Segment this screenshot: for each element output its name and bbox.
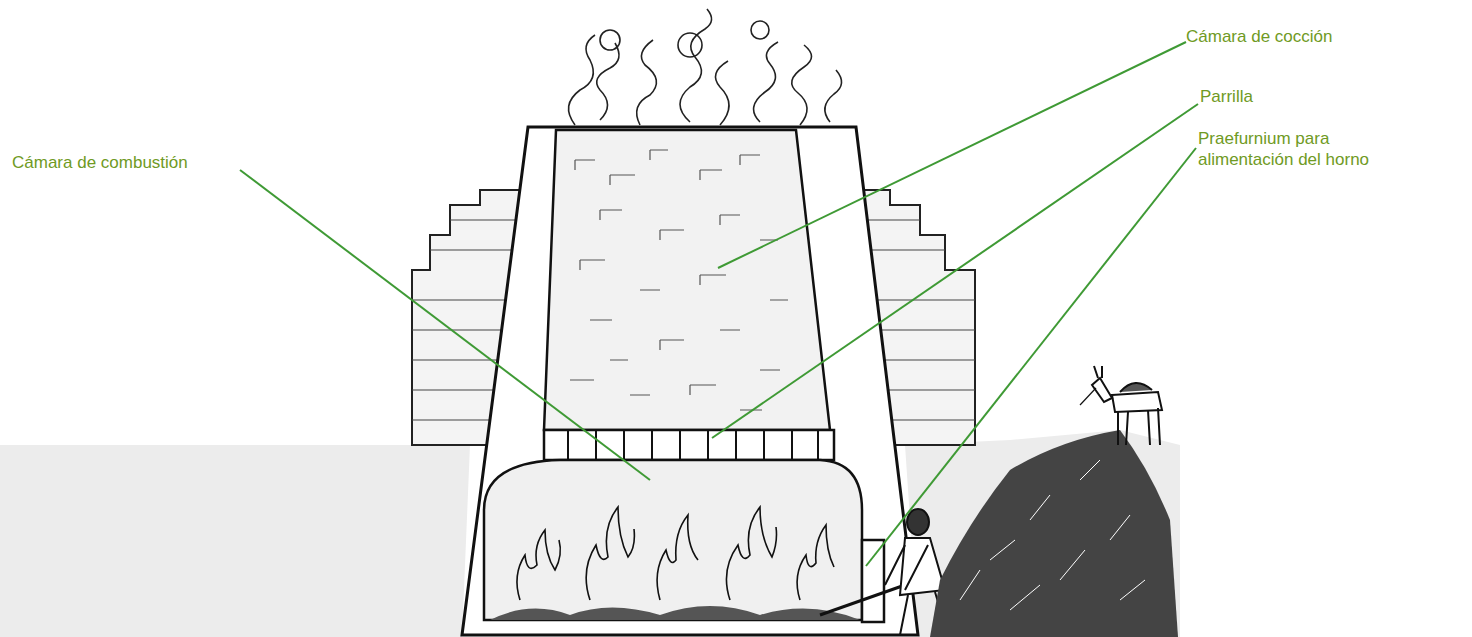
embers [490,606,860,620]
flames [517,507,834,600]
fire-rake [820,585,905,615]
part-label: Cámara de combustión [12,152,252,173]
leader-line [712,104,1198,438]
brushwood-texture [960,460,1145,610]
grate [544,430,834,460]
brushwood-pile [930,430,1178,637]
smoke [569,9,842,125]
donkey-figure [1080,366,1162,445]
cooking-chamber [544,130,830,430]
ground-left [0,445,470,637]
stacked-pottery [570,150,788,410]
part-label: Praefurnium para alimentación del horno [1198,128,1408,170]
combustion-chamber [484,460,862,620]
praefurnium-opening [862,540,884,622]
leader-lines [240,42,1198,566]
ground-right [905,430,1180,637]
part-label: Cámara de cocción [1186,26,1446,47]
kiln-body [462,127,918,635]
leader-line [718,42,1186,268]
grate-bars [568,430,818,460]
part-label: Parrilla [1200,86,1400,107]
leader-line [866,148,1196,566]
leader-line [240,170,650,480]
